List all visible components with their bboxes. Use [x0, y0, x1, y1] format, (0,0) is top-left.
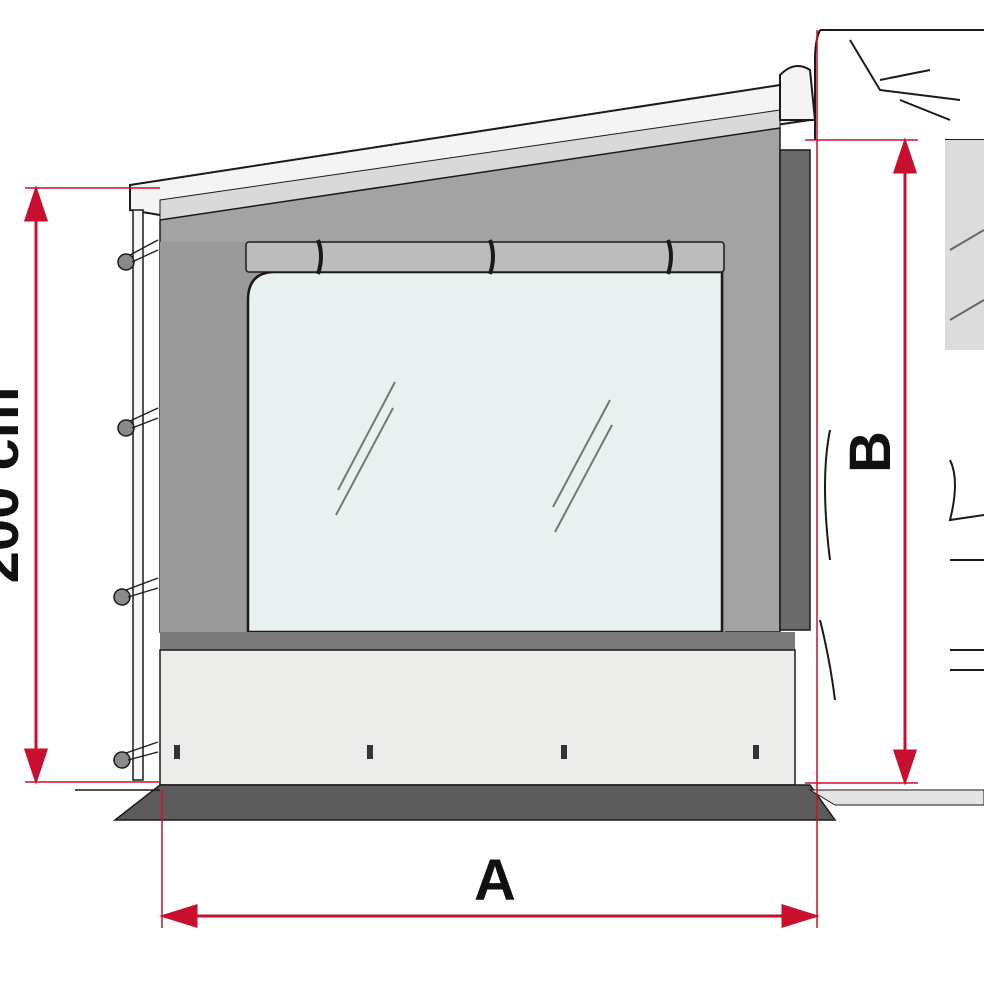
side-wall-edge-strip	[779, 149, 811, 631]
skirt-band	[160, 632, 795, 650]
awning-mount	[779, 65, 817, 121]
awning-leg	[113, 209, 159, 781]
rolled-window-cover	[245, 241, 725, 273]
height-dimension-line	[23, 185, 160, 785]
side-label-b: B	[838, 431, 903, 473]
height-label: 200 cm	[0, 387, 31, 584]
vehicle-window	[945, 140, 984, 350]
cover-straps	[316, 239, 673, 275]
width-dimension-line-a	[158, 30, 821, 929]
floor-flap	[112, 784, 837, 821]
skirt-panel	[159, 649, 796, 786]
skirt-pegs	[174, 745, 759, 759]
vehicle-outline	[814, 29, 984, 701]
width-label-a: A	[474, 848, 516, 913]
glass-reflection	[335, 381, 613, 533]
window-pane	[246, 270, 724, 634]
height-dimension-line-b	[805, 137, 918, 786]
vehicle-step	[808, 789, 984, 806]
